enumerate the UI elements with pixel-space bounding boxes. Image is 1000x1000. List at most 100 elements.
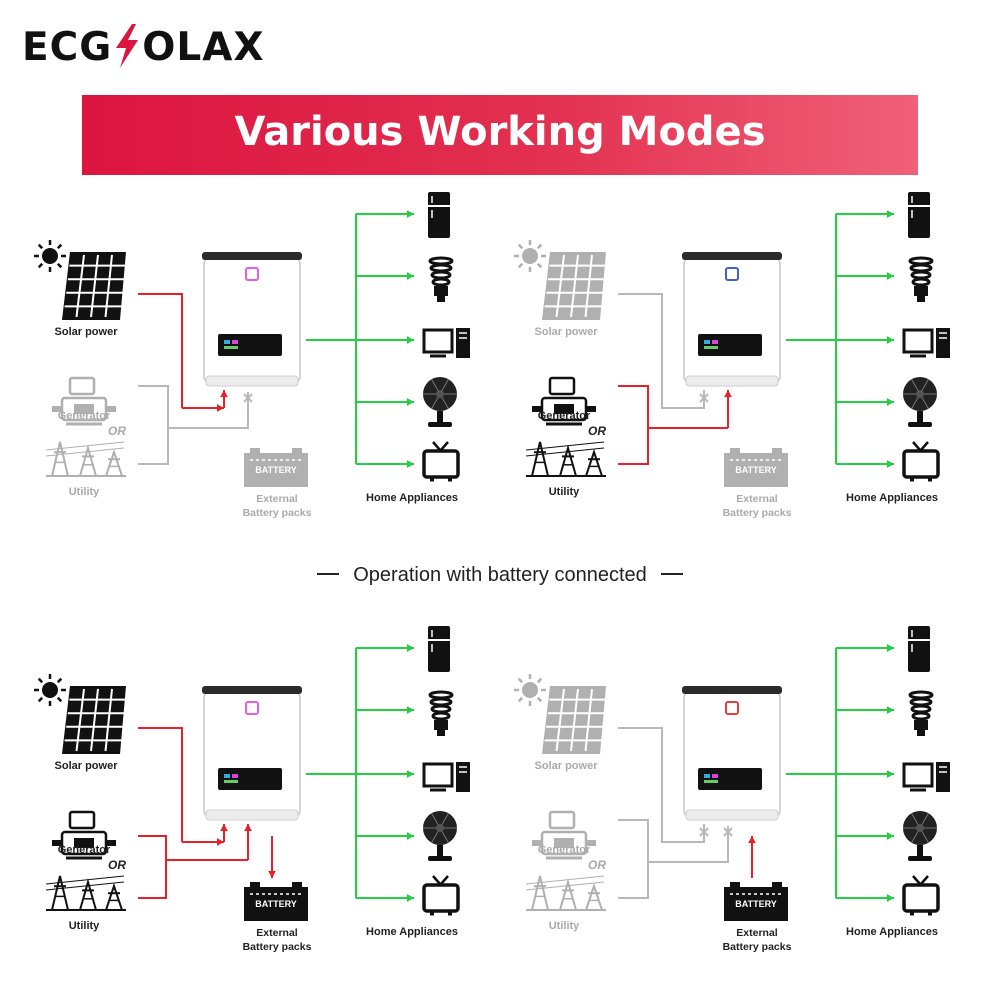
solar-panel-icon xyxy=(542,686,611,754)
utility-grid-icon xyxy=(45,441,126,477)
solar-input-arrow xyxy=(182,838,224,846)
solar-power-label: Solar power xyxy=(54,326,118,338)
solar-panel-icon xyxy=(62,252,131,320)
solar-input-arrow xyxy=(182,404,224,412)
output-arrow-2 xyxy=(836,706,894,714)
mode-diagram-svg xyxy=(514,192,950,487)
home-appliances-label: Home Appliances xyxy=(846,492,938,504)
generator-label: Generator xyxy=(57,844,111,856)
refrigerator-icon xyxy=(908,192,930,238)
output-arrow-1 xyxy=(836,644,894,652)
subtitle-dash-left xyxy=(317,573,340,575)
grid-input-arrow xyxy=(244,824,252,860)
battery-icon xyxy=(724,882,788,921)
subtitle-dash-right xyxy=(660,573,683,575)
sun-icon xyxy=(514,240,546,272)
or-label: OR xyxy=(108,858,126,872)
generator-input-line xyxy=(618,385,728,429)
fan-icon xyxy=(903,811,937,861)
lcd-display xyxy=(218,768,282,790)
battery-label-line1: External xyxy=(736,927,778,939)
solar-arrowhead xyxy=(220,390,228,408)
output-arrow-2 xyxy=(356,706,414,714)
generator-icon xyxy=(52,376,116,426)
home-appliances-label: Home Appliances xyxy=(846,926,938,938)
home-appliances-label: Home Appliances xyxy=(366,926,458,938)
solar-panel-icon xyxy=(542,252,611,320)
battery-label-line2: Battery packs xyxy=(242,507,312,519)
output-arrow-4 xyxy=(356,398,414,406)
grid-blocked-mark xyxy=(243,393,253,403)
refrigerator-icon xyxy=(908,626,930,672)
light-bulb-icon xyxy=(428,256,454,302)
battery-charge-arrow xyxy=(268,836,276,878)
sun-icon xyxy=(34,674,66,706)
television-icon xyxy=(902,441,940,482)
home-appliances-label: Home Appliances xyxy=(366,492,458,504)
light-bulb-icon xyxy=(428,690,454,736)
battery-tag: BATTERY xyxy=(255,465,297,475)
output-arrow-3 xyxy=(836,770,894,778)
solar-arrowhead xyxy=(220,824,228,842)
generator-icon xyxy=(532,810,596,860)
generator-label: Generator xyxy=(537,410,591,422)
banner-title: Various Working Modes xyxy=(234,109,766,155)
subtitle-text: Operation with battery connected xyxy=(353,564,647,586)
lcd-display xyxy=(218,334,282,356)
television-icon xyxy=(422,441,460,482)
computer-icon xyxy=(902,328,950,358)
lcd-display xyxy=(698,768,762,790)
inverter-unit xyxy=(202,686,302,821)
battery-tag: BATTERY xyxy=(255,899,297,909)
sun-icon xyxy=(34,240,66,272)
output-arrow-5 xyxy=(836,460,894,468)
solar-input-line xyxy=(138,293,183,408)
utility-input-line xyxy=(618,428,649,465)
output-arrow-2 xyxy=(356,272,414,280)
lcd-display xyxy=(698,334,762,356)
solar-input-line xyxy=(618,727,705,843)
fan-icon xyxy=(423,811,457,861)
light-bulb-icon xyxy=(908,256,934,302)
battery-icon xyxy=(244,882,308,921)
output-arrow-4 xyxy=(356,832,414,840)
television-icon xyxy=(422,875,460,916)
status-indicator-icon xyxy=(245,701,259,715)
battery-tag: BATTERY xyxy=(735,899,777,909)
output-arrow-1 xyxy=(356,644,414,652)
solar-power-label: Solar power xyxy=(54,760,118,772)
output-arrow-1 xyxy=(836,210,894,218)
output-arrow-5 xyxy=(836,894,894,902)
status-indicator-icon xyxy=(725,267,739,281)
utility-grid-icon xyxy=(525,441,606,477)
generator-icon xyxy=(532,376,596,426)
output-arrow-3 xyxy=(356,336,414,344)
battery-label-line1: External xyxy=(256,493,298,505)
or-label: OR xyxy=(588,858,606,872)
television-icon xyxy=(902,875,940,916)
status-indicator-icon xyxy=(725,701,739,715)
output-arrow-4 xyxy=(836,398,894,406)
grid-input-arrow xyxy=(724,390,732,428)
battery-label-line2: Battery packs xyxy=(242,941,312,953)
battery-icon xyxy=(244,448,308,487)
sun-icon xyxy=(514,674,546,706)
utility-input-line xyxy=(618,862,649,899)
grid-blocked-mark xyxy=(723,827,733,837)
logo-text-left: ECG xyxy=(22,25,113,70)
computer-icon xyxy=(422,328,470,358)
utility-input-line xyxy=(138,860,167,899)
solar-panel-icon xyxy=(62,686,131,754)
output-arrow-3 xyxy=(836,336,894,344)
inverter-unit xyxy=(202,252,302,387)
utility-grid-icon xyxy=(525,875,606,911)
generator-label: Generator xyxy=(57,410,111,422)
light-bulb-icon xyxy=(908,690,934,736)
output-arrow-3 xyxy=(356,770,414,778)
or-label: OR xyxy=(108,424,126,438)
battery-label-line2: Battery packs xyxy=(722,941,792,953)
